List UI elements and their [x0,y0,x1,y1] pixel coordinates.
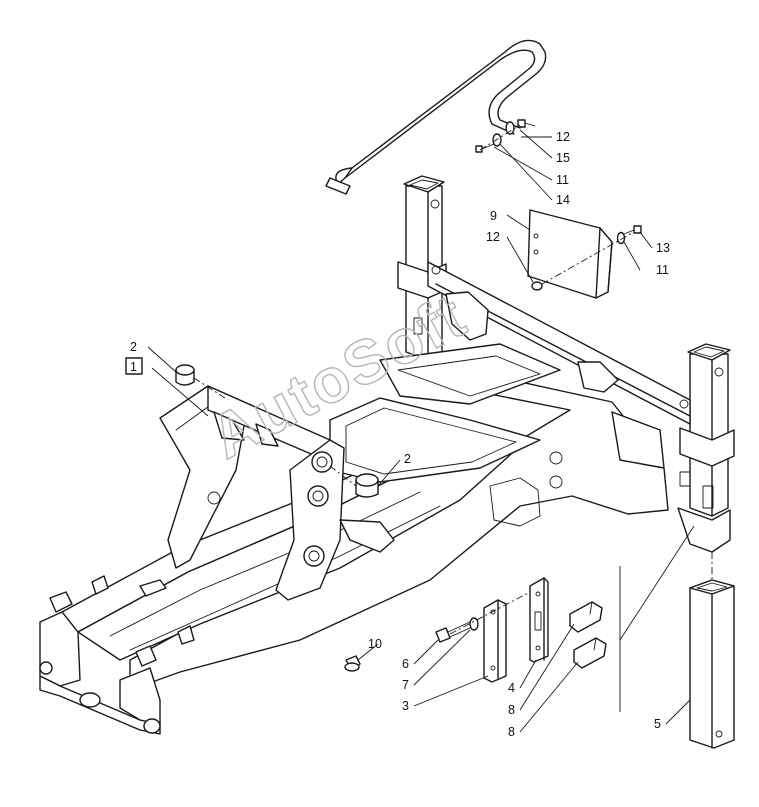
callout-4: 4 [508,681,515,695]
nut-12 [531,281,543,291]
bolt-12-top [517,119,536,128]
bolt-11-top [475,143,495,153]
bolt-6 [435,621,473,643]
callout-2-lower: 2 [404,452,411,466]
bolt-13 [623,225,642,235]
callout-15: 15 [556,151,570,165]
callout-12-left: 12 [486,230,500,244]
callout-7: 7 [402,678,409,692]
plug-10 [344,655,361,672]
callout-10: 10 [368,637,382,651]
callout-3: 3 [402,699,409,713]
washer-7 [469,617,479,631]
callout-5: 5 [654,717,661,731]
washer-15 [505,121,515,135]
right-upright-post [677,343,735,553]
plate-3 [483,599,507,683]
bracket-9 [527,209,613,299]
pad-8-lower [573,637,607,669]
callout-11-right: 11 [656,263,669,277]
callout-box-1 [125,357,143,375]
callout-8-upper: 8 [508,703,515,717]
grab-handle [325,39,547,195]
washer-14 [492,133,502,147]
pad-8-upper [569,601,603,633]
extension-tube-5 [689,579,735,749]
callout-6: 6 [402,657,409,671]
callout-1: 1 [130,360,137,374]
callout-14: 14 [556,193,570,207]
callout-12-top: 12 [556,130,570,144]
callout-2-upper: 2 [130,340,137,354]
bushing-2-lower [355,473,379,498]
leader-lines [147,129,691,733]
callouts: 1 2 2 3 4 5 6 7 8 8 9 10 11 11 12 12 13 … [125,130,670,739]
callout-9: 9 [490,209,497,223]
callout-13: 13 [656,241,670,255]
bushing-2-upper [175,364,195,386]
rear-cross-beam [427,261,691,425]
washer-11-right [616,231,626,245]
left-arm-structure [159,385,395,601]
callout-8-lower: 8 [508,725,515,739]
plate-4 [529,577,549,663]
callout-11-top: 11 [556,173,569,187]
